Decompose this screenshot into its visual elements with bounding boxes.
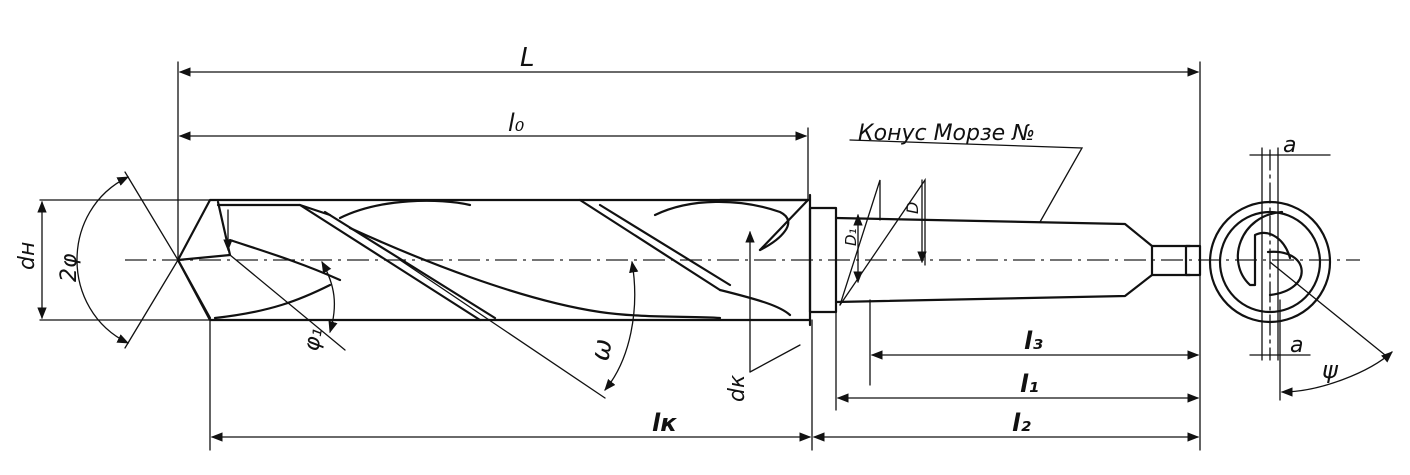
tip-edge-lower <box>176 258 212 320</box>
label-dk: dк <box>725 374 750 402</box>
end-view <box>1208 147 1393 401</box>
label-l0: l₀ <box>508 109 525 137</box>
cone-d-guide <box>839 177 926 306</box>
label-omega: ω <box>585 337 618 364</box>
helix-2-a <box>578 198 722 292</box>
end-inner-circle <box>1218 210 1322 314</box>
psi-arc <box>1280 351 1393 397</box>
label-a-top: a <box>1283 133 1296 158</box>
label-two-phi: 2φ <box>57 253 82 282</box>
label-dn: dн <box>15 242 40 270</box>
omega-ray <box>399 259 606 399</box>
omega-arc <box>604 260 639 391</box>
label-a-bottom: a <box>1290 333 1303 358</box>
phi-ray-bottom <box>124 259 179 349</box>
phi-ray-top <box>124 171 179 261</box>
label-l3: l₃ <box>1024 327 1043 355</box>
two-phi-arc <box>76 176 130 344</box>
body-outline <box>176 198 812 322</box>
dk-leader <box>749 344 801 373</box>
label-psi: ψ <box>1322 356 1339 384</box>
phi1-ray <box>229 254 346 351</box>
labels: L l₀ Конус Морзе № dн 2φ φ₁ ω dк D₁ D l₃… <box>15 43 1339 437</box>
end-flute-left <box>1236 210 1292 287</box>
flute-2-curve <box>348 226 722 320</box>
psi-ray <box>1269 261 1386 356</box>
flute-3-bottom <box>718 288 792 317</box>
label-L: L <box>520 43 535 73</box>
shank-bottom <box>834 273 1192 304</box>
label-d: D <box>903 202 922 214</box>
label-cone: Конус Морзе № <box>858 121 1035 146</box>
label-d1: D₁ <box>842 228 860 246</box>
flute-3-top <box>653 200 790 252</box>
morse-shank <box>834 139 1202 306</box>
helix-2-b <box>598 203 732 287</box>
phi1-arc <box>321 260 338 334</box>
label-l2: l₂ <box>1012 409 1031 437</box>
label-l1: l₁ <box>1020 370 1039 398</box>
tang-end <box>1184 244 1202 277</box>
helix-1-a <box>298 203 482 322</box>
label-lk: lк <box>652 409 677 437</box>
shank-top <box>834 216 1192 248</box>
flute-2-top <box>338 199 472 220</box>
label-phi1: φ₁ <box>299 326 328 353</box>
end-flute-right <box>1266 250 1303 297</box>
cone-leader <box>849 139 1084 223</box>
flute-1-lower <box>213 283 332 320</box>
dimensions <box>37 61 1201 451</box>
